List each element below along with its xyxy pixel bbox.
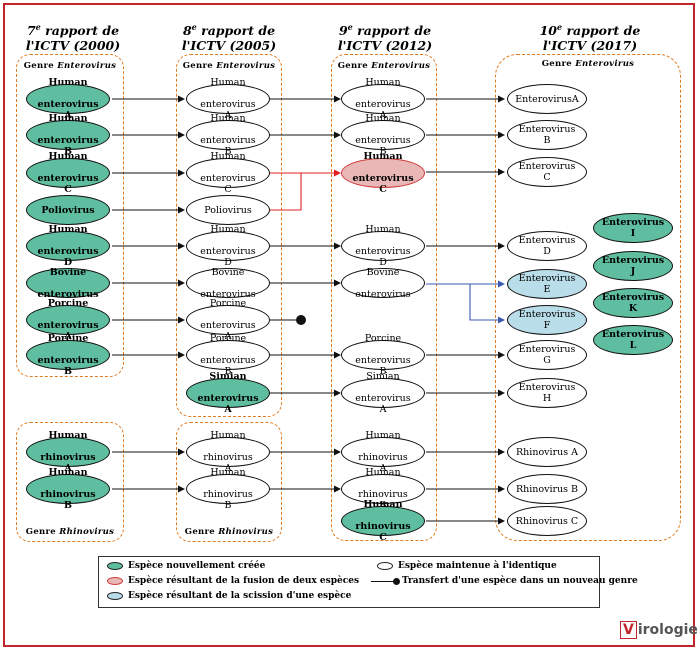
legend-swatch-fusion: [107, 577, 123, 585]
genus-box-enterovirus-2017: [495, 54, 681, 541]
genus-label-enterovirus-2017: Genre Enterovirus: [541, 59, 635, 69]
species-2017-enterovirus-d: Enterovirus D: [507, 231, 587, 261]
transfer-dot: [296, 315, 306, 325]
species-2017-enterovirus-a: EnterovirusA: [507, 84, 587, 114]
legend-item-split: Espèce résultant de la scission d'une es…: [107, 591, 351, 601]
genus-box-rhinovirus-2000: [16, 422, 124, 542]
genus-label-rhinovirus-2005: Genre Rhinovirus: [184, 527, 274, 537]
genus-label-rhinovirus-2000: Genre Rhinovirus: [25, 527, 115, 537]
species-2017-enterovirus-j: Enterovirus J: [593, 251, 673, 281]
legend-swatch-same: [377, 562, 393, 570]
genus-box-enterovirus-2012: [331, 54, 437, 541]
species-2017-enterovirus-c: Enterovirus C: [507, 157, 587, 187]
legend-item-transfer: Transfert d'une espèce dans un nouveau g…: [371, 576, 638, 586]
species-2017-enterovirus-l: Enterovirus L: [593, 325, 673, 355]
species-2017-rhinovirus-b: Rhinovirus B: [507, 474, 587, 504]
species-2017-rhinovirus-c: Rhinovirus C: [507, 506, 587, 536]
legend-transfer-symbol: [371, 577, 400, 585]
species-2017-enterovirus-g: Enterovirus G: [507, 340, 587, 370]
legend-label-transfer: Transfert d'une espèce dans un nouveau g…: [402, 576, 638, 586]
genus-label-enterovirus-2005: Genre Enterovirus: [182, 61, 276, 71]
species-2005-poliovirus: Poliovirus: [186, 195, 270, 225]
genus-label-enterovirus-2000: Genre Enterovirus: [23, 61, 117, 71]
split-arrow-f: [469, 284, 505, 324]
legend-item-fusion: Espèce résultant de la fusion de deux es…: [107, 576, 359, 586]
species-2000-poliovirus: Poliovirus: [26, 195, 110, 225]
legend-label-split: Espèce résultant de la scission d'une es…: [128, 591, 352, 601]
species-2017-enterovirus-h: Enterovirus H: [507, 378, 587, 408]
legend-label-new: Espèce nouvellement créée: [128, 561, 266, 571]
legend-swatch-new: [107, 562, 123, 570]
species-2017-enterovirus-e: Enterovirus E: [507, 269, 587, 299]
species-2017-enterovirus-i: Enterovirus I: [593, 213, 673, 243]
genus-box-enterovirus-2005: [176, 54, 282, 417]
species-2017-enterovirus-b: Enterovirus B: [507, 120, 587, 150]
species-2017-rhinovirus-a: Rhinovirus A: [507, 437, 587, 467]
legend-label-fusion: Espèce résultant de la fusion de deux es…: [128, 576, 360, 586]
legend-swatch-split: [107, 592, 123, 600]
legend-label-same: Espèce maintenue à l'identique: [398, 561, 557, 571]
genus-box-rhinovirus-2005: [176, 422, 282, 542]
outer-frame: [3, 3, 695, 647]
legend: Espèce nouvellement créée Espèce résulta…: [98, 556, 638, 608]
fusion-connector: [270, 172, 302, 211]
species-2017-enterovirus-k: Enterovirus K: [593, 288, 673, 318]
genus-label-enterovirus-2012: Genre Enterovirus: [337, 61, 431, 71]
species-2017-enterovirus-f: Enterovirus F: [507, 305, 587, 335]
legend-item-new: Espèce nouvellement créée: [107, 561, 265, 571]
legend-item-same: Espèce maintenue à l'identique: [377, 561, 557, 571]
genus-box-enterovirus-2000: [16, 54, 124, 377]
